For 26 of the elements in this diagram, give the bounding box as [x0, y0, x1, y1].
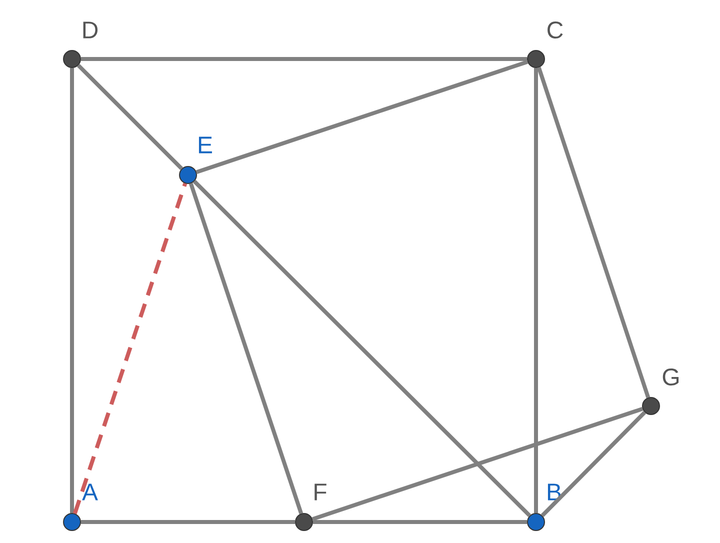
point	[63, 50, 81, 68]
point	[642, 396, 660, 415]
line-segment	[540, 410, 646, 517]
point	[179, 166, 197, 184]
line-segment	[534, 68, 538, 513]
line-segment	[192, 180, 532, 518]
line-segment	[312, 406, 644, 522]
line-segment	[188, 182, 304, 514]
line-segment	[196, 60, 528, 174]
point-label: E	[198, 136, 212, 154]
line-segment	[76, 64, 184, 170]
line-segment	[72, 182, 188, 514]
line-segment	[536, 66, 650, 398]
point-label: F	[314, 484, 326, 500]
point	[295, 512, 313, 531]
point-label: D	[83, 22, 98, 38]
point	[527, 50, 545, 68]
point-label: C	[548, 22, 563, 38]
line-segment	[313, 520, 527, 524]
point-label: A	[82, 484, 98, 500]
point	[527, 512, 545, 531]
line-segment	[81, 520, 295, 524]
point	[63, 512, 81, 531]
line-segment	[81, 57, 527, 61]
line-segment	[70, 68, 74, 513]
point-label: G	[662, 368, 679, 386]
